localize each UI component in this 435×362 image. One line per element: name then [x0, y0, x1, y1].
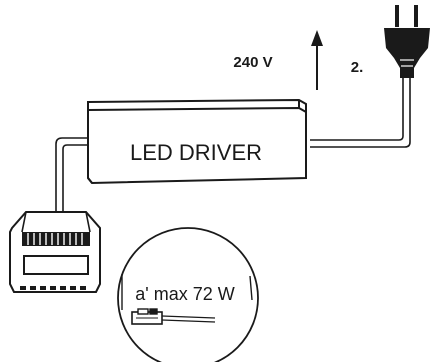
driver-label: LED DRIVER: [130, 140, 262, 165]
up-arrow-icon: [311, 30, 323, 90]
distribution-box-icon: [9, 211, 101, 293]
step-label: 2.: [351, 59, 364, 76]
callout-circle: [117, 227, 259, 362]
callout-label: a' max 72 W: [135, 284, 234, 304]
callout-divider-right: [249, 275, 253, 301]
led-driver-box: [87, 98, 307, 185]
connector-plug-icon: [131, 308, 216, 325]
voltage-label: 240 V: [233, 54, 272, 71]
mains-cable: [310, 78, 411, 148]
power-plug-icon: [384, 5, 430, 78]
output-cable: [55, 137, 92, 218]
